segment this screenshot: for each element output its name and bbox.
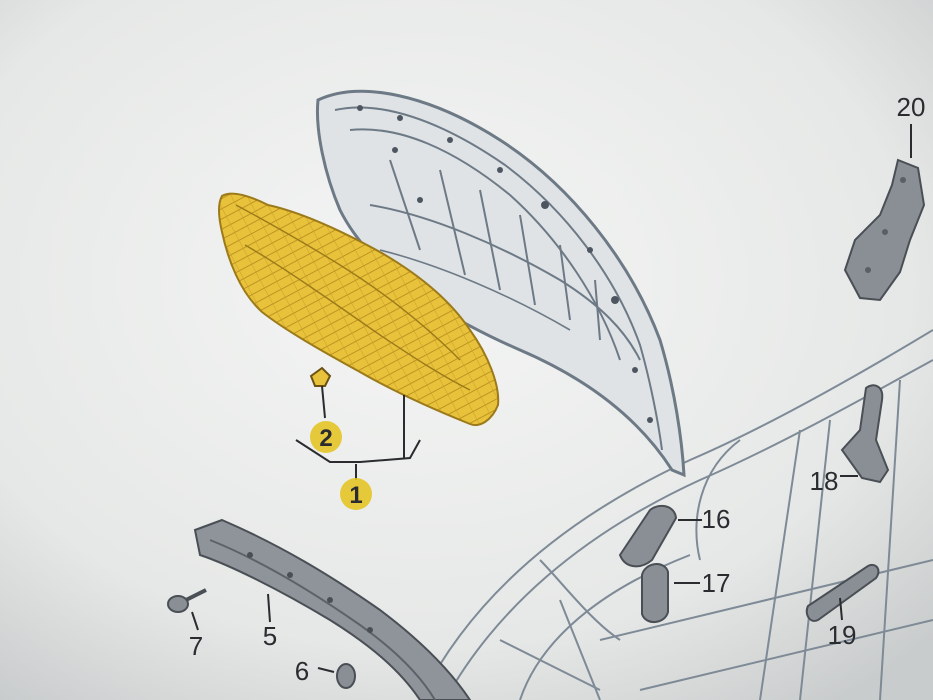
callout-label-5: 5 xyxy=(263,621,277,651)
bump-stop-part-17[interactable] xyxy=(641,563,700,623)
insulation-mat-part-1[interactable] xyxy=(218,192,500,426)
leader-lines-1-2 xyxy=(295,395,421,480)
hood-panel xyxy=(315,89,686,478)
callout-label-20: 20 xyxy=(897,92,926,122)
callout-label-6: 6 xyxy=(295,656,309,686)
callout-label-1: 1 xyxy=(349,482,362,509)
callout-marker-2 xyxy=(310,421,342,453)
seal-part-19[interactable] xyxy=(805,564,880,622)
callout-label-16: 16 xyxy=(702,504,731,534)
cowl-rail-part-5[interactable] xyxy=(193,518,472,700)
callout-label-17: 17 xyxy=(702,568,731,598)
vehicle-body-outline xyxy=(419,329,933,700)
screw-part-7[interactable] xyxy=(167,588,207,631)
leader-line-5 xyxy=(267,593,271,623)
callout-label-2: 2 xyxy=(319,425,332,452)
grommet-part-6[interactable] xyxy=(317,663,356,689)
bumper-part-16[interactable] xyxy=(618,504,702,568)
callout-marker-1 xyxy=(340,478,372,510)
callout-label-18: 18 xyxy=(810,466,839,496)
latch-bracket-part-18[interactable] xyxy=(840,384,890,484)
callout-label-19: 19 xyxy=(828,620,857,650)
hinge-part-20[interactable] xyxy=(843,124,926,302)
callout-markers: 2 1 5 6 7 16 17 18 19 20 xyxy=(189,92,926,686)
clip-part-2[interactable] xyxy=(309,366,332,419)
callout-label-7: 7 xyxy=(189,631,203,661)
